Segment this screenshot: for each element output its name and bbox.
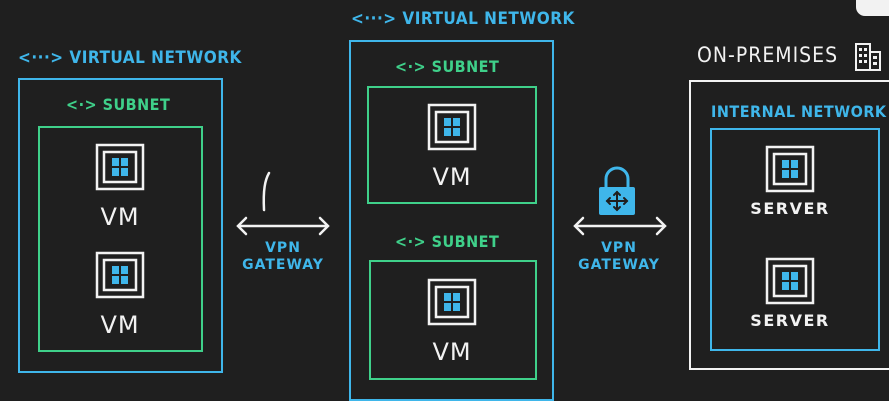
vm-label: VM: [100, 311, 140, 339]
pen-stroke-icon: [262, 171, 271, 212]
double-arrow-icon: [236, 216, 330, 236]
vm-label: VM: [100, 203, 140, 231]
server-icon: [765, 145, 815, 193]
center-subnet-title-2: <·> SUBNET: [395, 232, 500, 251]
server-label: SERVER: [750, 199, 830, 218]
code-brackets-icon: <···>: [18, 48, 64, 68]
center-vnet-box: [349, 40, 554, 401]
left-vnet-title: <···> VIRTUAL NETWORK: [18, 48, 242, 68]
center-vnet-title: <···> VIRTUAL NETWORK: [351, 9, 575, 29]
windows-vm-icon: [427, 278, 477, 326]
gateway-label-line1: VPN: [601, 240, 637, 256]
on-premises-box: [689, 80, 889, 370]
building-icon: [855, 43, 881, 71]
vpn-gateway-right: VPN GATEWAY: [574, 240, 664, 274]
on-premises-title: ON-PREMISES: [697, 43, 839, 67]
left-vnet-box: [18, 78, 223, 373]
vpn-gateway-left: VPN GATEWAY: [238, 240, 328, 274]
windows-vm-icon: [427, 103, 477, 151]
left-subnet-title: <·> SUBNET: [66, 95, 171, 114]
gateway-label-line2: GATEWAY: [242, 257, 324, 273]
code-brackets-icon: <···>: [351, 9, 397, 29]
left-subnet-box: [38, 126, 203, 352]
code-brackets-icon: <·>: [395, 57, 427, 76]
center-subnet-box-1: [367, 86, 537, 204]
server-label: SERVER: [750, 311, 830, 330]
corner-badge: [856, 0, 889, 16]
server-icon: [765, 257, 815, 305]
center-subnet-box-2: [369, 260, 537, 380]
windows-vm-icon: [95, 251, 145, 299]
lock-icon: [599, 166, 635, 215]
internal-network-title: INTERNAL NETWORK: [711, 102, 887, 121]
code-brackets-icon: <·>: [395, 232, 427, 251]
code-brackets-icon: <·>: [66, 95, 98, 114]
vm-label: VM: [432, 163, 472, 191]
windows-vm-icon: [95, 143, 145, 191]
center-subnet-title-1: <·> SUBNET: [395, 57, 500, 76]
gateway-label-line2: GATEWAY: [578, 257, 660, 273]
internal-network-box: [710, 128, 880, 351]
gateway-label-line1: VPN: [265, 240, 301, 256]
vm-label: VM: [432, 338, 472, 366]
double-arrow-icon: [573, 216, 667, 236]
